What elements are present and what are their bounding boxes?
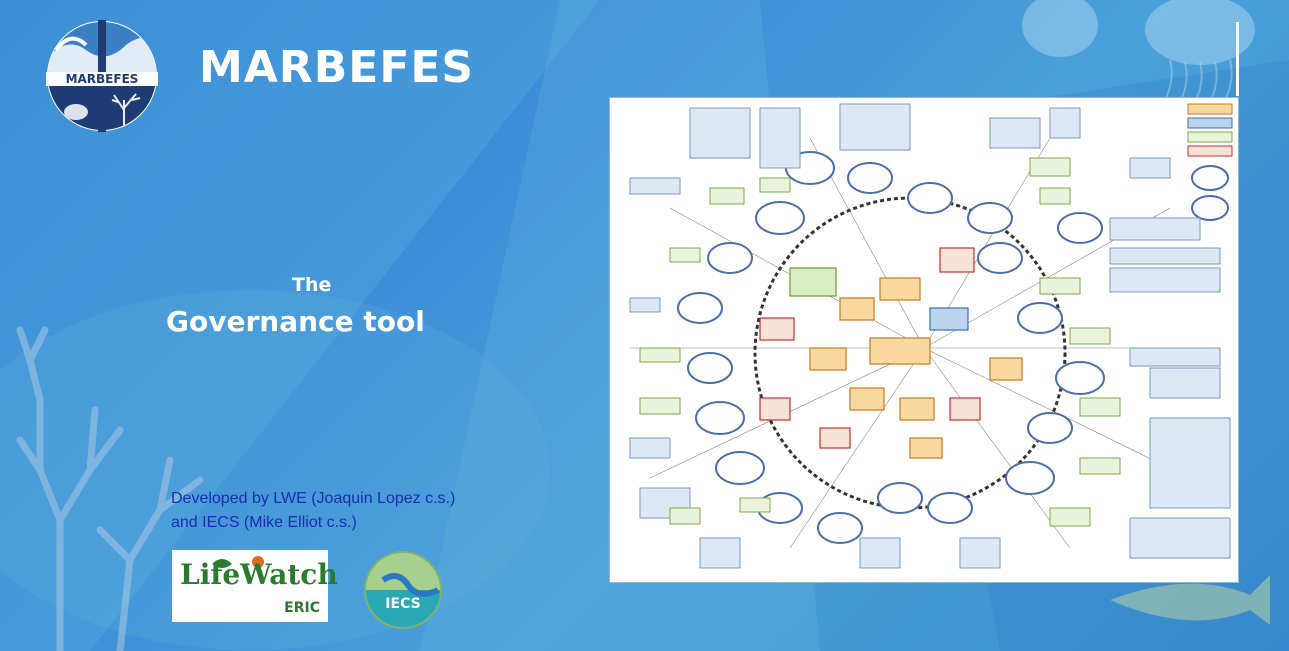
governance-diagram-image bbox=[609, 97, 1239, 583]
lifewatch-leaf-icon bbox=[212, 556, 264, 568]
lifewatch-eric: ERIC bbox=[284, 600, 320, 616]
slide-title: MARBEFES bbox=[199, 42, 475, 93]
marbefes-logo: MARBEFES bbox=[46, 20, 158, 132]
credit-line-1: Developed by LWE (Joaquin Lopez c.s.) bbox=[171, 490, 456, 507]
lifewatch-wordmark: LifeWatch bbox=[180, 558, 338, 591]
subtitle-small: The bbox=[292, 274, 332, 296]
subtitle-main: Governance tool bbox=[166, 305, 425, 338]
logo-wordmark: MARBEFES bbox=[66, 72, 139, 86]
divider-line bbox=[1236, 22, 1239, 96]
lifewatch-logo: LifeWatch ERIC bbox=[172, 550, 338, 622]
credit-line-2: and IECS (Mike Elliot c.s.) bbox=[171, 514, 357, 531]
diagram-graphic bbox=[629, 103, 1233, 569]
iecs-logo: IECS bbox=[364, 551, 442, 629]
iecs-wordmark: IECS bbox=[385, 596, 420, 612]
